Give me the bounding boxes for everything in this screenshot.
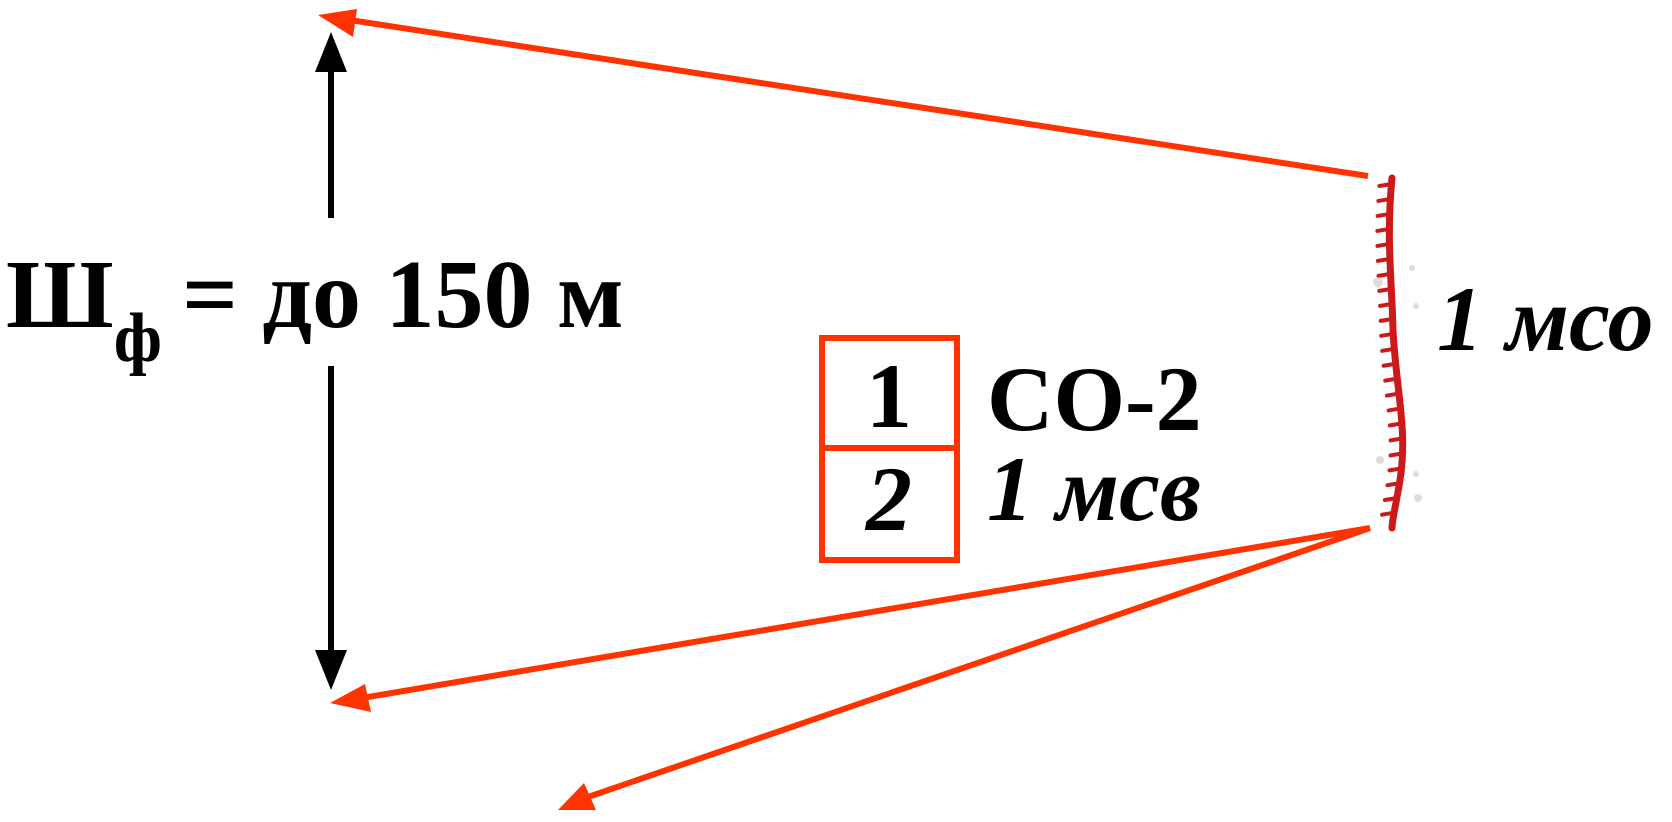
- dimension-arrow-up-head: [315, 32, 347, 72]
- width-formula-main: Ш: [6, 241, 114, 349]
- trench-line-path: [1385, 174, 1407, 532]
- trench-tick: [1387, 466, 1404, 473]
- trench-tick: [1376, 196, 1393, 203]
- trench-tick: [1377, 181, 1394, 188]
- sector-arrow-bottom-line: [361, 525, 1371, 701]
- trench-tick: [1384, 391, 1401, 398]
- trench-tick: [1385, 481, 1402, 488]
- trench-ticks: [1375, 181, 1405, 517]
- trench-tick: [1383, 376, 1400, 383]
- position-label: 1 мсо: [1437, 268, 1654, 370]
- trench-tick: [1388, 451, 1405, 458]
- legend-table-row-2-cell: [819, 445, 960, 563]
- legend-table-row-1-number: 1: [866, 345, 912, 447]
- width-formula-rest: = до 150 м: [182, 241, 624, 349]
- trench-tick: [1375, 256, 1392, 263]
- legend-table: 1 2 СО-2 1 мсв: [819, 335, 1202, 563]
- width-formula-subscript: ф: [114, 300, 162, 377]
- legend-table-row-2-number: 2: [864, 448, 912, 550]
- sector-arrow-top-head: [318, 9, 357, 37]
- trench-tick: [1378, 316, 1395, 323]
- sector-arrow-lower-line: [587, 525, 1371, 800]
- trench-tick: [1377, 286, 1394, 293]
- trench-smudges: [1373, 265, 1422, 502]
- trench-tick: [1386, 406, 1403, 413]
- trench-tick: [1375, 241, 1392, 248]
- trench-tick: [1381, 361, 1398, 368]
- trench-tick: [1382, 495, 1399, 502]
- trench-tick: [1379, 331, 1396, 338]
- dimension-arrow: [315, 32, 347, 690]
- sector-arrows: [318, 9, 1371, 810]
- trench-tick: [1375, 211, 1392, 218]
- trench-tick: [1388, 436, 1405, 443]
- sector-arrow-lower-head: [558, 783, 596, 810]
- legend-table-row-2-label: 1 мсв: [987, 438, 1201, 540]
- trench-tick: [1387, 421, 1404, 428]
- trench-tick: [1378, 301, 1395, 308]
- trench-tick: [1375, 226, 1392, 233]
- dimension-arrow-down-head: [315, 650, 347, 690]
- legend-table-row-1-label: СО-2: [987, 348, 1202, 450]
- trench-line: [1373, 174, 1422, 532]
- width-formula: Шф = до 150 м: [6, 241, 624, 377]
- trench-tick: [1376, 271, 1393, 278]
- trench-tick: [1380, 346, 1397, 353]
- trench-tick: [1380, 510, 1397, 517]
- sector-arrow-bottom-head: [330, 684, 371, 712]
- sector-arrow-top-line: [349, 17, 1369, 179]
